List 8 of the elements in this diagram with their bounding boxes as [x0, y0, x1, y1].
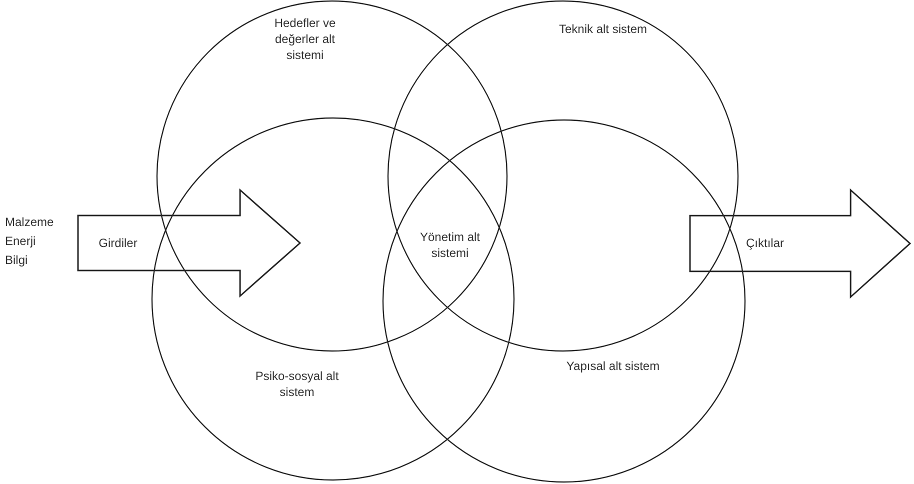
node-label: Girdiler	[98, 235, 138, 252]
node-label: Psiko-sosyal alt sistem	[254, 368, 340, 400]
node-label: Hedefler ve değerler alt sistemi	[273, 15, 337, 64]
center-label: Yönetim alt sistemi	[418, 229, 482, 262]
node-label: Yapısal alt sistem	[565, 358, 661, 374]
input-list: Malzeme Enerji Bilgi	[5, 213, 53, 271]
node-label: Çıktılar	[744, 235, 785, 252]
node-label: Teknik alt sistem	[558, 21, 648, 38]
